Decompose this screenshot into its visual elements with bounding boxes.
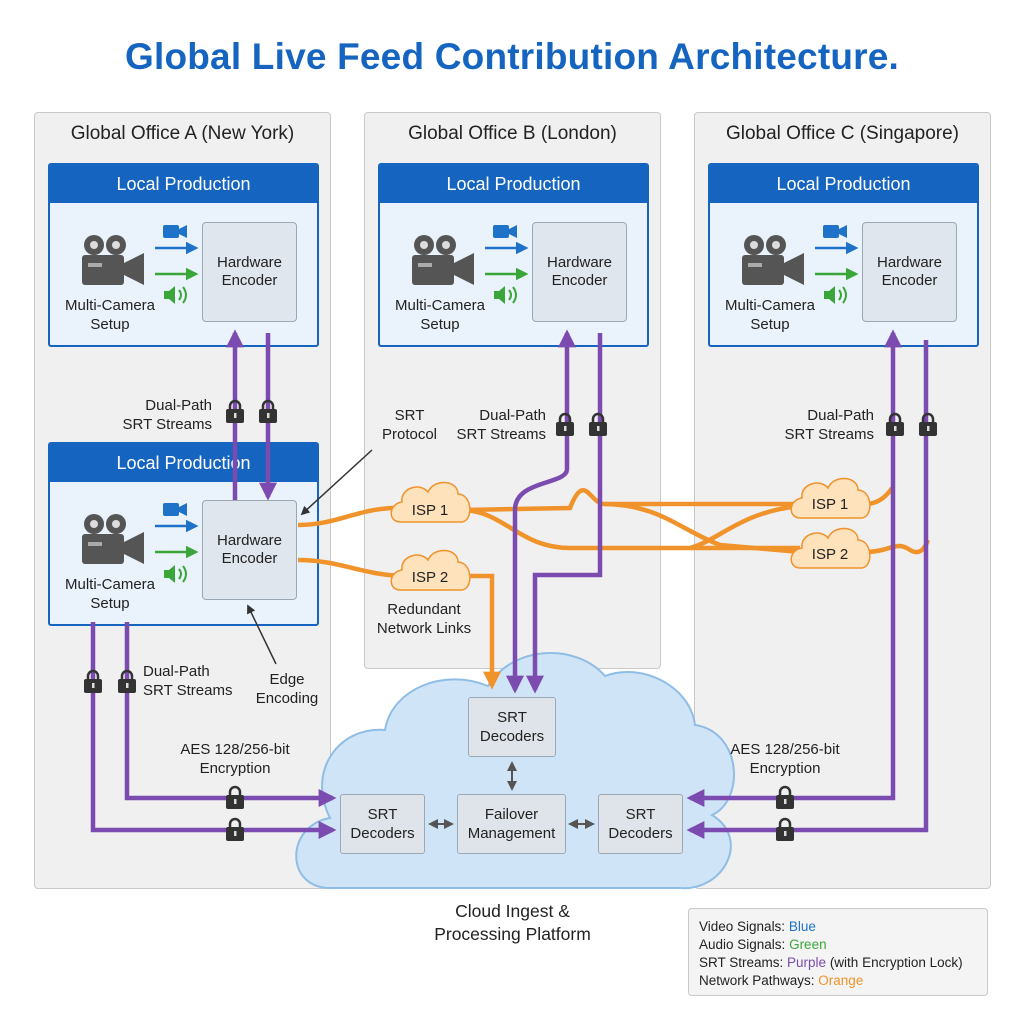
encoder-label-line1: Hardware [216,254,283,271]
dual-path-label-new-york: Dual-Path SRT Streams [100,396,212,434]
srt-decoders-left: SRT Decoders [340,794,425,854]
dual-path-line1: Dual-Path [807,407,874,424]
edge-line2: Encoding [255,690,319,707]
camera-label-line1: Multi-Camera [64,297,155,314]
dual-path-label-london: Dual-Path SRT Streams [434,406,546,444]
node-line2: Decoders [350,825,415,842]
aes-encryption-label-left: AES 128/256-bit Encryption [165,740,305,778]
dual-path-line1: Dual-Path [145,397,212,414]
failover-management: Failover Management [457,794,566,854]
cloud-platform-label: Cloud Ingest & Processing Platform [410,900,615,946]
cloud-label-line1: Cloud Ingest & [455,901,570,921]
aes-line1: AES 128/256-bit [730,741,840,758]
legend-audio-color: Green [789,937,827,952]
hardware-encoder-new-york-bottom: Hardware Encoder [202,500,297,600]
hardware-encoder-new-york-top: Hardware Encoder [202,222,297,322]
node-line1: SRT [497,709,527,726]
legend: Video Signals: Blue Audio Signals: Green… [688,908,988,996]
office-title-singapore: Global Office C (Singapore) [725,123,960,144]
camera-label-line1: Multi-Camera [724,297,815,314]
encoder-label-line2: Encoder [221,550,278,567]
dual-path-line2: SRT Streams [456,426,546,443]
srt-protocol-line2: Protocol [381,426,438,443]
legend-network: Network Pathways: Orange [699,972,977,990]
dual-path-line1: Dual-Path [479,407,546,424]
aes-line2: Encryption [199,760,271,777]
legend-srt-label: SRT Streams: [699,955,788,970]
camera-label-line2: Setup [420,316,460,333]
legend-video-label: Video Signals: [699,919,789,934]
encoder-label-line2: Encoder [881,272,938,289]
redundant-line2: Network Links [376,620,472,637]
legend-srt-color: Purple [787,955,827,970]
camera-label-line2: Setup [90,316,130,333]
camera-label-line1: Multi-Camera [394,297,485,314]
camera-setup-label: Multi-Camera Setup [385,296,495,334]
cloud-label-line2: Processing Platform [434,924,591,944]
legend-audio-label: Audio Signals: [699,937,790,952]
legend-audio: Audio Signals: Green [699,936,977,954]
redundant-line1: Redundant [387,601,461,618]
srt-decoders-right: SRT Decoders [598,794,683,854]
aes-line2: Encryption [749,760,821,777]
node-line2: Decoders [608,825,673,842]
local-production-header: Local Production [50,165,317,203]
hardware-encoder-singapore: Hardware Encoder [862,222,957,322]
node-line1: SRT [625,806,656,823]
dual-path-line1: Dual-Path [143,663,210,680]
edge-line1: Edge [269,671,305,688]
camera-label-line1: Multi-Camera [64,576,155,593]
node-line1: Failover [484,806,539,823]
local-production-header: Local Production [380,165,647,203]
srt-protocol-line1: SRT [394,407,425,424]
camera-setup-label: Multi-Camera Setup [55,575,165,613]
dual-path-label-singapore: Dual-Path SRT Streams [762,406,874,444]
node-line1: SRT [367,806,398,823]
edge-encoding-label: Edge Encoding [244,670,330,708]
local-production-header: Local Production [710,165,977,203]
legend-video: Video Signals: Blue [699,918,977,936]
dual-path-label-new-york-bottom: Dual-Path SRT Streams [143,662,248,700]
legend-network-color: Orange [818,973,864,988]
aes-line1: AES 128/256-bit [180,741,290,758]
srt-decoders-top: SRT Decoders [468,697,556,757]
hardware-encoder-london: Hardware Encoder [532,222,627,322]
redundant-links-label: Redundant Network Links [362,600,486,638]
legend-srt-suffix: (with Encryption Lock) [826,955,963,970]
legend-srt: SRT Streams: Purple (with Encryption Loc… [699,954,977,972]
encoder-label-line1: Hardware [546,254,613,271]
srt-protocol-label: SRT Protocol [372,406,447,444]
encoder-label-line1: Hardware [876,254,943,271]
encoder-label-line2: Encoder [551,272,608,289]
legend-network-label: Network Pathways: [699,973,819,988]
aes-encryption-label-right: AES 128/256-bit Encryption [715,740,855,778]
camera-label-line2: Setup [90,595,130,612]
legend-video-color: Blue [788,919,816,934]
camera-setup-label: Multi-Camera Setup [55,296,165,334]
local-production-header: Local Production [50,444,317,482]
encoder-label-line2: Encoder [221,272,278,289]
office-title-london: Global Office B (London) [408,123,617,144]
camera-label-line2: Setup [750,316,790,333]
node-line2: Decoders [479,728,545,745]
page-title: Global Live Feed Contribution Architectu… [124,36,900,77]
encoder-label-line1: Hardware [216,532,283,549]
dual-path-line2: SRT Streams [784,426,874,443]
camera-setup-label: Multi-Camera Setup [715,296,825,334]
dual-path-line2: SRT Streams [143,682,233,699]
office-title-new-york: Global Office A (New York) [70,123,295,144]
node-line2: Management [467,825,556,842]
dual-path-line2: SRT Streams [122,416,212,433]
